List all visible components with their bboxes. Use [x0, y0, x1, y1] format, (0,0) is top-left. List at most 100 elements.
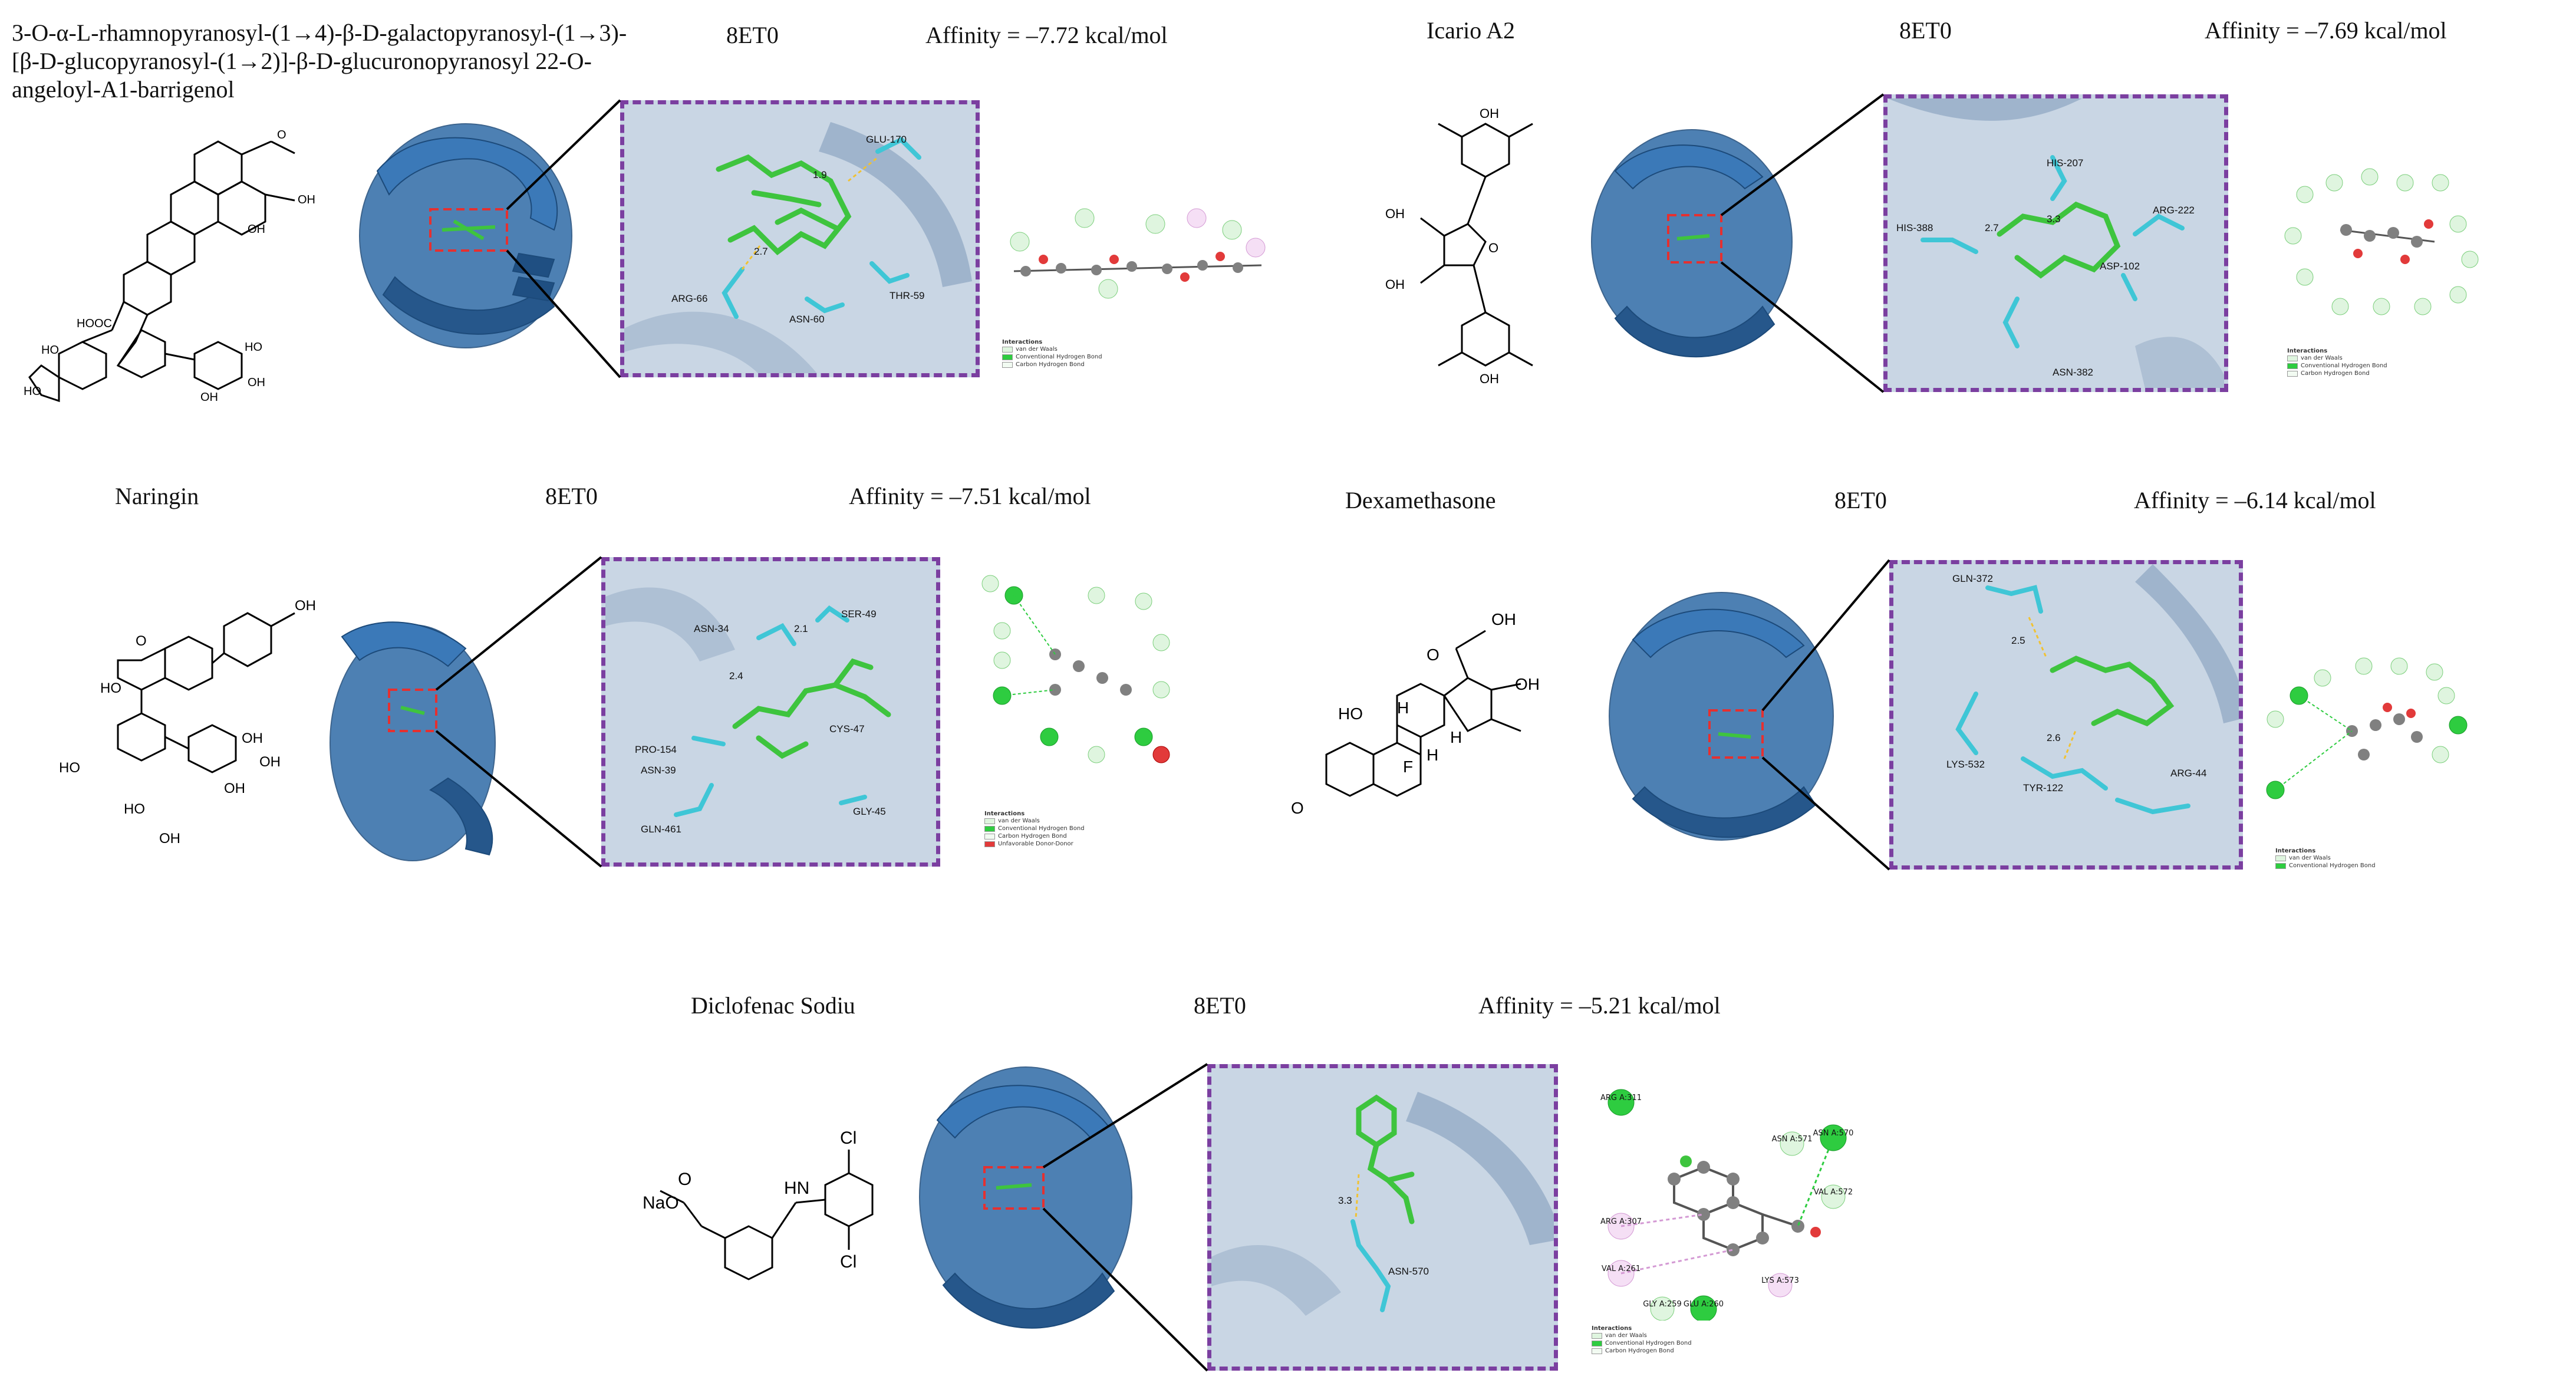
svg-text:O: O [1427, 646, 1439, 664]
svg-text:H: H [1450, 728, 1462, 746]
svg-text:HOOC: HOOC [77, 317, 112, 330]
pdb-id-4: 8ET0 [1834, 487, 1887, 513]
svg-text:ASP-102: ASP-102 [2100, 261, 2140, 272]
svg-text:O: O [1488, 241, 1498, 255]
svg-text:O: O [136, 633, 147, 649]
protein-structure-2 [1591, 129, 1793, 358]
svg-text:GLU A:260: GLU A:260 [1684, 1300, 1724, 1309]
protein-structure-3 [330, 621, 496, 861]
binding-site-zoom-3: ASN-34 SER-49 PRO-154 ASN-39 CYS-47 GLN-… [601, 557, 940, 867]
svg-text:ARG-66: ARG-66 [671, 293, 707, 304]
svg-text:Cl: Cl [840, 1128, 857, 1148]
protein-structure-5 [919, 1066, 1132, 1329]
svg-text:HIS-388: HIS-388 [1896, 222, 1933, 233]
svg-text:2.7: 2.7 [1985, 222, 1999, 233]
svg-text:HO: HO [245, 341, 262, 354]
protein-structure-4 [1609, 592, 1834, 841]
svg-text:3.3: 3.3 [2047, 213, 2061, 225]
svg-text:2.4: 2.4 [729, 670, 743, 681]
svg-text:HO: HO [59, 760, 80, 776]
svg-text:PRO-154: PRO-154 [635, 744, 677, 755]
svg-text:ASN-570: ASN-570 [1388, 1266, 1429, 1277]
svg-text:ARG-44: ARG-44 [2170, 768, 2206, 779]
svg-text:OH: OH [200, 391, 218, 404]
svg-text:CYS-47: CYS-47 [829, 723, 865, 735]
svg-text:OH: OH [248, 223, 265, 236]
svg-text:ASN-34: ASN-34 [694, 623, 729, 634]
svg-text:HO: HO [124, 801, 145, 817]
svg-text:ASN-382: ASN-382 [2053, 367, 2093, 378]
legend-5: Interactions van der Waals Conventional … [1592, 1325, 1692, 1354]
svg-text:OH: OH [1491, 610, 1516, 628]
compound-name-1: 3-O-α-L-rhamnopyranosyl-(1→4)-β-D-galact… [12, 19, 627, 103]
svg-text:VAL A:261: VAL A:261 [1602, 1265, 1641, 1273]
affinity-4: Affinity = –6.14 kcal/mol [2134, 487, 2376, 513]
svg-text:GLU-170: GLU-170 [866, 134, 907, 145]
svg-text:OH: OH [242, 730, 263, 746]
pdb-id-3: 8ET0 [545, 483, 598, 509]
svg-text:2.1: 2.1 [794, 623, 808, 634]
svg-text:VAL A:572: VAL A:572 [1814, 1188, 1853, 1197]
svg-text:2.6: 2.6 [2047, 732, 2061, 743]
affinity-5: Affinity = –5.21 kcal/mol [1478, 992, 1721, 1019]
binding-site-zoom-5: ASN-570 3.3 [1207, 1064, 1558, 1371]
svg-text:OH: OH [1385, 277, 1405, 292]
svg-text:O: O [1291, 799, 1304, 817]
svg-text:ASN-60: ASN-60 [789, 314, 825, 325]
molecule-structure-2: OH OH OH O OH [1385, 106, 1533, 386]
interaction-2d-1 [1010, 208, 1266, 299]
molecule-structure-1: O OH OH HOOC HO HO OH HO OH [24, 129, 315, 404]
svg-text:O: O [678, 1170, 691, 1189]
svg-text:OH: OH [248, 376, 265, 389]
pdb-id-2: 8ET0 [1899, 17, 1952, 44]
svg-text:OH: OH [298, 193, 315, 206]
svg-text:O: O [277, 129, 286, 141]
compound-name-3: Naringin [115, 483, 199, 509]
svg-text:H: H [1427, 746, 1438, 764]
svg-text:OH: OH [1480, 106, 1499, 121]
svg-text:ASN-39: ASN-39 [641, 765, 676, 776]
affinity-3: Affinity = –7.51 kcal/mol [849, 483, 1091, 509]
svg-text:F: F [1403, 758, 1413, 776]
svg-text:GLN-461: GLN-461 [641, 824, 681, 835]
interaction-2d-3 [981, 575, 1170, 763]
svg-text:3.3: 3.3 [1338, 1195, 1352, 1206]
pdb-id-1: 8ET0 [726, 22, 779, 48]
svg-text:ARG A:311: ARG A:311 [1600, 1094, 1642, 1102]
legend-2: Interactions van der Waals Conventional … [2287, 348, 2387, 377]
svg-text:LYS A:573: LYS A:573 [1761, 1276, 1799, 1285]
svg-text:HO: HO [100, 680, 121, 696]
svg-text:LYS-532: LYS-532 [1946, 759, 1985, 770]
compound-name-5: Diclofenac Sodiu [691, 992, 855, 1019]
compound-name-2: Icario A2 [1427, 17, 1515, 44]
svg-text:OH: OH [1515, 675, 1540, 693]
binding-site-zoom-2: HIS-207 HIS-388 ARG-222 ASP-102 ASN-382 … [1883, 94, 2228, 392]
svg-text:ASN A:571: ASN A:571 [1772, 1135, 1813, 1144]
svg-text:HO: HO [24, 385, 41, 398]
svg-text:2.5: 2.5 [2011, 635, 2025, 646]
svg-text:HIS-207: HIS-207 [2047, 157, 2083, 169]
svg-text:GLY-45: GLY-45 [853, 806, 886, 817]
svg-text:HO: HO [41, 344, 59, 357]
legend-3: Interactions van der Waals Conventional … [984, 811, 1085, 847]
svg-text:H: H [1397, 699, 1409, 717]
svg-text:OH: OH [1385, 206, 1405, 221]
svg-text:GLN-372: GLN-372 [1952, 573, 1993, 584]
binding-site-zoom-4: GLN-372 LYS-532 ARG-44 TYR-122 2.5 2.6 [1889, 560, 2243, 870]
interaction-2d-5: ARG A:311 ASN A:571 ASN A:570 VAL A:572 … [1600, 1089, 1854, 1321]
svg-text:HO: HO [1338, 704, 1363, 723]
svg-text:ASN A:570: ASN A:570 [1813, 1129, 1854, 1138]
svg-text:GLY A:259: GLY A:259 [1643, 1300, 1682, 1309]
svg-text:OH: OH [1480, 371, 1499, 386]
compound-name-4: Dexamethasone [1345, 487, 1496, 513]
svg-text:OH: OH [224, 781, 245, 796]
legend-4: Interactions van der Waals Conventional … [2275, 848, 2376, 869]
binding-site-zoom-1: GLU-170 ARG-66 ASN-60 THR-59 1.9 2.7 [620, 100, 980, 377]
pdb-id-5: 8ET0 [1194, 992, 1246, 1019]
svg-text:NaO: NaO [643, 1193, 679, 1213]
protein-structure-1 [359, 123, 572, 348]
affinity-1: Affinity = –7.72 kcal/mol [925, 22, 1168, 48]
